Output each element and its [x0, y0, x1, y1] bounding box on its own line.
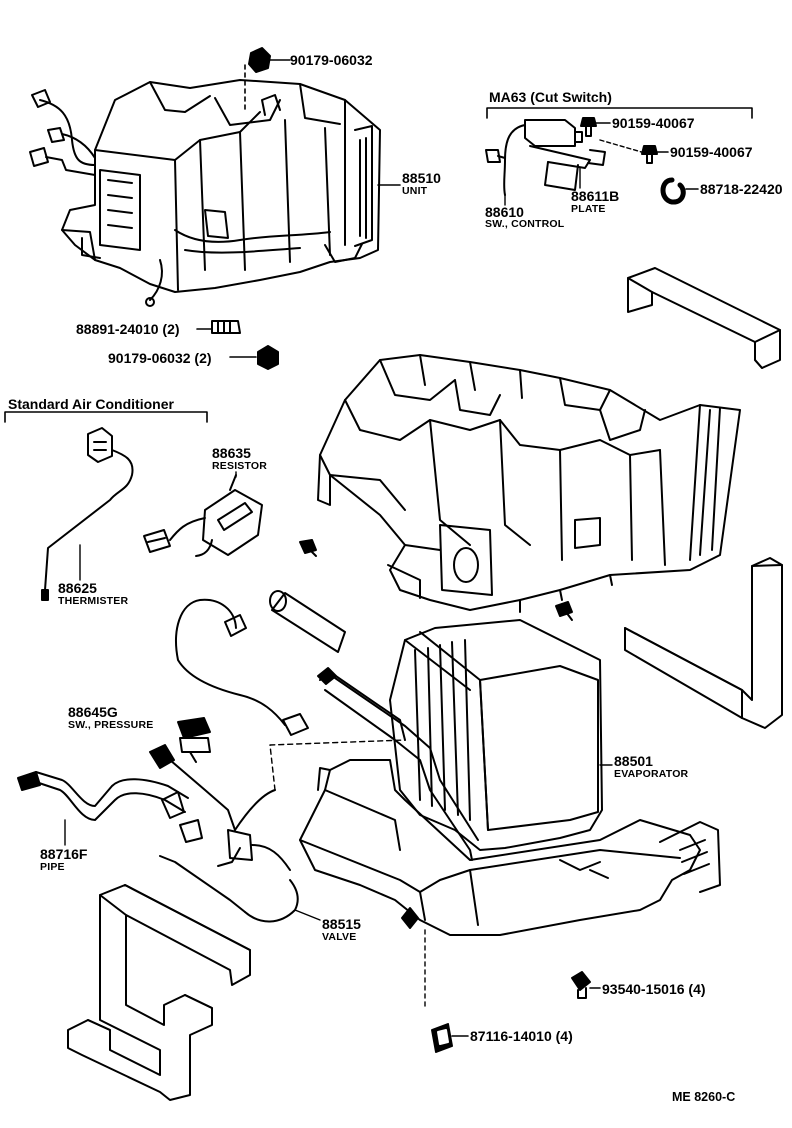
- part-88610-number: 88610: [485, 204, 524, 220]
- part-88625-name: THERMISTER: [58, 595, 129, 607]
- part-88501-number: 88501: [614, 753, 653, 769]
- cut-switch-drawing: [485, 119, 606, 196]
- part-90179-06032-label: 90179-06032: [290, 52, 373, 68]
- part-88610-name: SW., CONTROL: [485, 218, 565, 230]
- bolt-icon: [641, 145, 658, 164]
- clip-icon: [211, 320, 241, 334]
- nut-icon: [248, 47, 271, 73]
- part-93540-15016-label: 93540-15016 (4): [602, 981, 706, 997]
- sleeve-drawing: [269, 590, 346, 653]
- part-88716f-number: 88716F: [40, 846, 88, 862]
- part-88645g-name: SW., PRESSURE: [68, 719, 154, 731]
- part-88510-number: 88510: [402, 170, 441, 186]
- ma63-cut-switch-header: MA63 (Cut Switch): [489, 89, 612, 105]
- part-90159-40067-a-label: 90159-40067: [612, 115, 695, 131]
- pressure-switch-drawing: [177, 717, 211, 763]
- unit-wire-harness: [29, 89, 96, 176]
- clip-icon: [431, 1023, 453, 1053]
- part-88716f-name: PIPE: [40, 861, 65, 873]
- duct-top-right: [627, 267, 781, 369]
- diagram-reference-code: ME 8260-C: [672, 1090, 736, 1104]
- evaporator-drawing: [317, 619, 603, 861]
- part-90159-40067-b-label: 90159-40067: [670, 144, 753, 160]
- part-88510-name: UNIT: [402, 185, 428, 197]
- part-88501-name: EVAPORATOR: [614, 768, 689, 780]
- duct-bottom-left: [67, 884, 251, 1101]
- part-88635-name: RESISTOR: [212, 460, 268, 472]
- part-88611b-number: 88611B: [571, 188, 620, 204]
- part-88515-number: 88515: [322, 916, 361, 932]
- duct-right: [624, 557, 783, 729]
- blower-case-drawing: [317, 354, 741, 613]
- nut-icon: [257, 345, 279, 370]
- standard-air-conditioner-header: Standard Air Conditioner: [8, 396, 174, 412]
- part-88515-name: VALVE: [322, 931, 357, 943]
- unit-housing-drawing: [61, 79, 381, 307]
- part-88611b-name: PLATE: [571, 203, 606, 215]
- lower-case-drawing: [299, 759, 721, 936]
- pressure-switch-wire: [175, 598, 309, 736]
- thermister-drawing: [41, 427, 134, 601]
- part-88635-number: 88635: [212, 445, 251, 461]
- part-90179-06032-2-label: 90179-06032 (2): [108, 350, 212, 366]
- bolt-icon: [580, 117, 597, 137]
- screw-icon: [571, 971, 591, 999]
- screw-icon: [299, 539, 317, 557]
- part-88625-number: 88625: [58, 580, 97, 596]
- valve-drawing: [149, 744, 299, 923]
- resistor-drawing: [143, 474, 263, 557]
- screw-icon: [555, 601, 573, 621]
- part-88891-24010-label: 88891-24010 (2): [76, 321, 180, 337]
- part-88645g-number: 88645G: [68, 704, 118, 720]
- o-ring-icon: [660, 177, 686, 205]
- part-87116-14010-label: 87116-14010 (4): [470, 1028, 573, 1044]
- part-88718-22420-label: 88718-22420: [700, 181, 783, 197]
- pipe-drawing: [17, 771, 203, 843]
